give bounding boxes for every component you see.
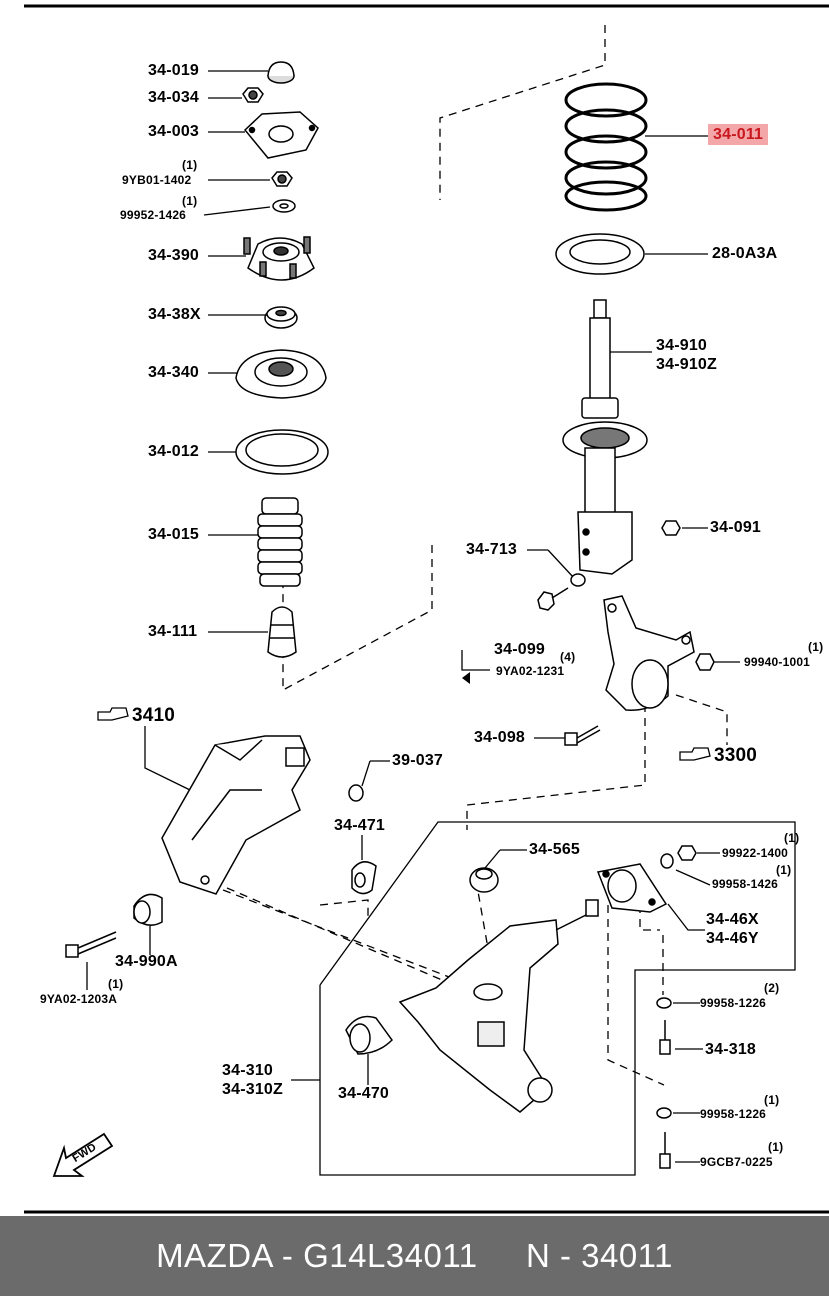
bump-stop-part <box>267 606 297 658</box>
label-34-713: 34-713 <box>466 541 518 558</box>
label-99940-1001: 99940-1001 <box>744 655 811 669</box>
bushing-34990A-part <box>133 893 163 926</box>
label-34-091: 34-091 <box>710 519 762 536</box>
steering-knuckle-part <box>603 595 695 711</box>
dust-cap-part <box>267 61 295 84</box>
qty-99940-1001: (1) <box>808 640 824 654</box>
knuckle-bolt-part <box>564 725 601 746</box>
label-34-910: 34-910 <box>656 337 708 354</box>
label-34-46Y: 34-46Y <box>706 930 759 947</box>
label-34-310Z: 34-310Z <box>222 1081 283 1098</box>
control-arm-frame <box>319 821 796 1176</box>
label-9GCB7-0225: 9GCB7-0225 <box>700 1155 773 1169</box>
bushing-34471-part <box>351 861 377 895</box>
label-34-012: 34-012 <box>148 443 200 460</box>
ref-3410: 3410 <box>132 705 176 726</box>
insulator-ring-part <box>235 429 329 475</box>
label-34-310: 34-310 <box>222 1062 274 1079</box>
label-34-003: 34-003 <box>148 123 200 140</box>
strut-nut-part <box>661 520 681 536</box>
bearing-part <box>264 306 298 329</box>
spring-insulator-part <box>555 233 645 275</box>
label-34-470: 34-470 <box>338 1085 390 1102</box>
label-34-46X: 34-46X <box>706 911 759 928</box>
qty-9YA02-1231: (4) <box>560 650 576 664</box>
washer-part <box>272 199 296 213</box>
knuckle-nut-part <box>695 653 715 671</box>
label-9YB01-1402: 9YB01-1402 <box>122 173 192 187</box>
label-34-38X: 34-38X <box>148 306 201 323</box>
control-arm-washer-part <box>660 853 674 869</box>
qty-9GCB7-0225: (1) <box>768 1140 784 1154</box>
label-34-011-highlighted: 34-011 <box>708 124 769 145</box>
bushing-34470-part <box>345 1015 393 1055</box>
qty-99958-1226-a: (2) <box>764 981 780 995</box>
subframe-bolt-part <box>65 931 117 958</box>
ref-3300: 3300 <box>714 745 758 766</box>
bolt-9GCB7-0225-part <box>659 1132 671 1169</box>
strut-mount-part <box>243 236 315 281</box>
label-99952-1426: 99952-1426 <box>120 208 187 222</box>
lower-control-arm-part <box>398 899 599 1113</box>
label-99958-1226-a: 99958-1226 <box>700 996 767 1010</box>
spring-seat-upper-part <box>235 349 327 399</box>
control-arm-nut-part <box>677 845 697 861</box>
label-34-471: 34-471 <box>334 817 386 834</box>
nut-part <box>242 87 264 103</box>
label-34-390: 34-390 <box>148 247 200 264</box>
pointing-hand-icon-3410 <box>97 707 129 721</box>
dust-boot-part <box>257 497 303 587</box>
label-34-340: 34-340 <box>148 364 200 381</box>
dashed-guides <box>209 25 728 1086</box>
label-99958-1426: 99958-1426 <box>712 877 779 891</box>
bolt-34318-part <box>659 1020 671 1055</box>
qty-99952-1426: (1) <box>182 194 198 208</box>
qty-99958-1426: (1) <box>776 863 792 877</box>
washer-99958-1226-upper <box>656 997 672 1009</box>
fwd-arrow-icon <box>52 1132 114 1177</box>
subframe-part <box>161 735 311 895</box>
label-34-099: 34-099 <box>494 641 546 658</box>
mount-plate-part <box>243 111 319 159</box>
label-99922-1400: 99922-1400 <box>722 846 789 860</box>
footer-part-number: MAZDA - G14L34011 N - 34011 <box>156 1237 673 1274</box>
label-34-318: 34-318 <box>705 1041 757 1058</box>
label-34-015: 34-015 <box>148 526 200 543</box>
shock-absorber-part <box>562 299 648 575</box>
label-9YA02-1203A: 9YA02-1203A <box>40 992 118 1006</box>
label-34-098: 34-098 <box>474 729 526 746</box>
qty-9YA02-1203A: (1) <box>108 977 124 991</box>
qty-9YB01-1402: (1) <box>182 158 198 172</box>
label-34-034: 34-034 <box>148 89 200 106</box>
label-9YA02-1231: 9YA02-1231 <box>496 664 565 678</box>
label-34-111: 34-111 <box>148 623 198 640</box>
footer-bar: MAZDA - G14L34011 N - 34011 <box>0 1216 829 1296</box>
coil-spring-part <box>564 82 648 212</box>
label-34-990A: 34-990A <box>115 953 178 970</box>
label-28-0A3A: 28-0A3A <box>712 245 778 262</box>
lock-nut-part <box>271 171 293 187</box>
rear-bushing-bracket-part <box>596 863 668 913</box>
bushing-34565-part <box>469 867 499 893</box>
washer-99958-1226-lower <box>656 1107 672 1119</box>
pointing-hand-icon-3300 <box>679 747 711 761</box>
strut-washer-part <box>570 573 586 587</box>
label-99958-1226-b: 99958-1226 <box>700 1107 767 1121</box>
leader-lines <box>86 70 740 1163</box>
qty-99922-1400: (1) <box>784 831 800 845</box>
label-39-037: 39-037 <box>392 752 444 769</box>
label-34-565: 34-565 <box>529 841 581 858</box>
subframe-washer-part <box>348 784 364 802</box>
bracket-arrowhead <box>462 672 470 684</box>
strut-bolt-part <box>537 587 569 611</box>
label-34-910Z: 34-910Z <box>656 356 717 373</box>
qty-99958-1226-b: (1) <box>764 1093 780 1107</box>
label-34-019: 34-019 <box>148 62 200 79</box>
